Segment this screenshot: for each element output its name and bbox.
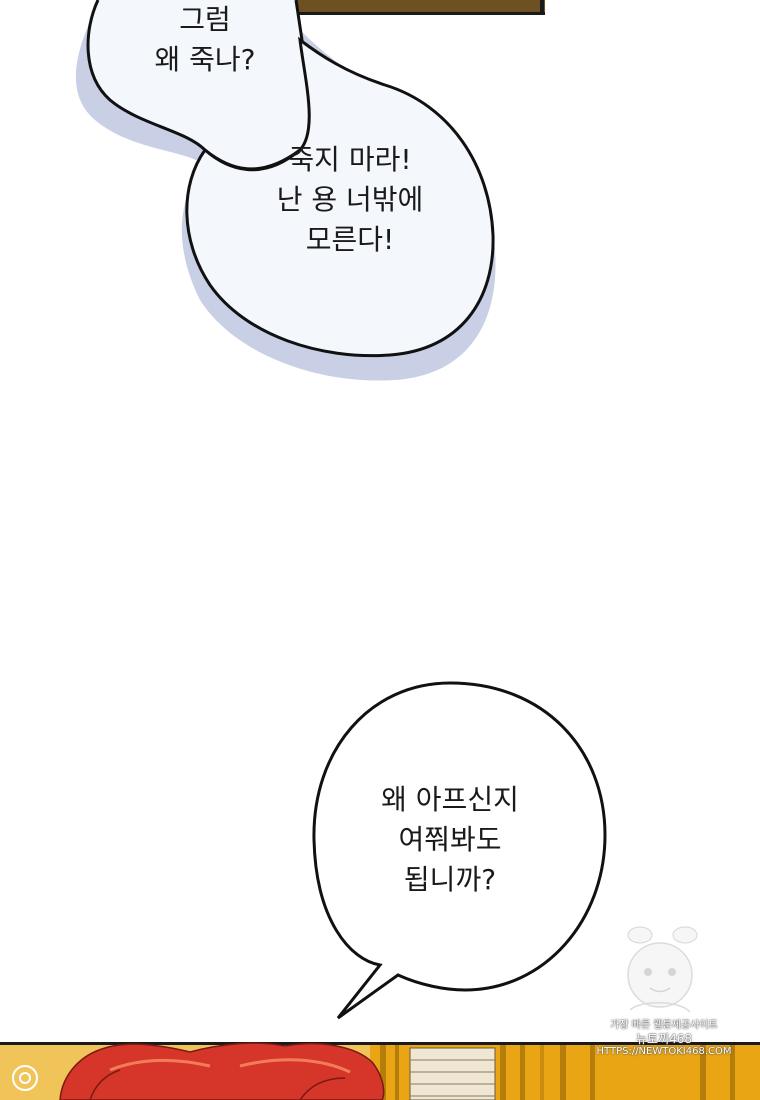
bubble-text-2: 죽지 마라! 난 용 너밖에 모른다! (240, 140, 460, 260)
watermark-mascot-icon (627, 926, 698, 1013)
bubble-3-line-3: 됩니까? (403, 863, 497, 896)
speech-bubble-bottom (312, 681, 607, 1020)
speech-bubble-lower (185, 36, 495, 358)
bubble-2-line-3: 모른다! (305, 223, 395, 256)
bottom-panel (0, 1042, 760, 1100)
watermark-line-1: 가장 빠른 웹툰제공사이트 (610, 1020, 718, 1031)
bubble-text-1: 그럼 왜 죽나? (120, 0, 290, 80)
bubble-1-line-2: 왜 죽나? (154, 43, 256, 76)
watermark-line-2: 뉴토끼468 (635, 1032, 693, 1046)
watermark-line-3: HTTPS://NEWTOKI468.COM (596, 1046, 732, 1057)
watermark-text: 가장 빠른 웹툰제공사이트 뉴토끼468 HTTPS://NEWTOKI468.… (594, 1020, 734, 1058)
bubble-3-line-1: 왜 아프신지 (381, 783, 519, 816)
bubble-1-line-1: 그럼 (179, 3, 231, 36)
bubble-2-line-1: 죽지 마라! (288, 143, 412, 176)
bubble-2-line-2: 난 용 너밖에 (276, 183, 424, 216)
bubble-text-3: 왜 아프신지 여쭤봐도 됩니까? (340, 780, 560, 900)
bubble-3-line-2: 여쭤봐도 (398, 823, 502, 856)
